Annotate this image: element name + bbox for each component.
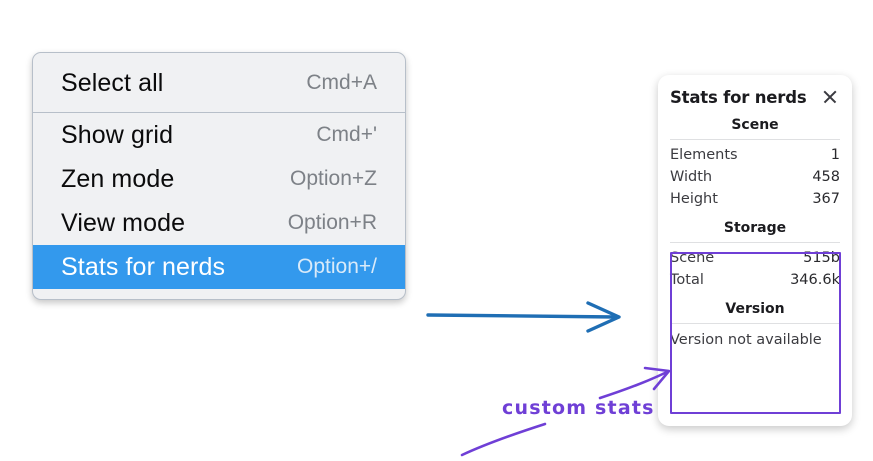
stats-panel-header: Stats for nerds xyxy=(670,75,840,107)
version-note: Version not available xyxy=(670,332,822,348)
section-heading-storage: Storage xyxy=(723,220,787,236)
menu-item-shortcut: Option+R xyxy=(287,211,377,234)
menu-item-shortcut: Option+Z xyxy=(290,167,377,190)
section-rule xyxy=(670,242,840,243)
menu-item-shortcut: Cmd+A xyxy=(306,71,377,94)
stats-row-value: 1 xyxy=(830,147,840,163)
menu-item-show-grid[interactable]: Show grid Cmd+' xyxy=(33,113,405,157)
context-menu[interactable]: Select all Cmd+A Show grid Cmd+' Zen mod… xyxy=(32,52,406,300)
stats-panel: Stats for nerds Scene Elements 1 Width 4… xyxy=(658,75,852,426)
menu-item-label: Zen mode xyxy=(61,164,175,193)
menu-top-padding xyxy=(33,53,405,61)
stats-row-storage-scene: Scene 515b xyxy=(670,247,840,269)
menu-item-label: Select all xyxy=(61,68,164,97)
stats-row-label: Width xyxy=(670,169,713,185)
stats-row-width: Width 458 xyxy=(670,166,840,188)
stats-row-label: Height xyxy=(670,191,718,207)
stats-row-label: Scene xyxy=(670,250,715,266)
menu-separator xyxy=(33,112,405,113)
stats-row-elements: Elements 1 xyxy=(670,144,840,166)
stats-panel-title: Stats for nerds xyxy=(670,87,807,107)
stats-row-value: 458 xyxy=(812,169,840,185)
menu-bottom-padding xyxy=(33,289,405,299)
stats-row-label: Total xyxy=(670,272,704,288)
menu-item-select-all[interactable]: Select all Cmd+A xyxy=(33,61,405,105)
menu-item-label: Stats for nerds xyxy=(61,252,226,281)
stats-row-label: Elements xyxy=(670,147,738,163)
close-icon[interactable] xyxy=(820,87,840,107)
section-heading-version: Version xyxy=(725,301,785,317)
blue-arrow xyxy=(426,301,621,333)
stats-row-value: 346.6k xyxy=(790,272,840,288)
section-heading-scene: Scene xyxy=(731,117,779,133)
stats-row-value: 515b xyxy=(803,250,840,266)
menu-item-label: View mode xyxy=(61,208,186,237)
menu-item-label: Show grid xyxy=(61,120,174,149)
menu-item-zen-mode[interactable]: Zen mode Option+Z xyxy=(33,157,405,201)
stats-row-height: Height 367 xyxy=(670,188,840,210)
menu-item-shortcut: Cmd+' xyxy=(316,123,377,146)
menu-item-view-mode[interactable]: View mode Option+R xyxy=(33,201,405,245)
purple-arrow-lower xyxy=(460,422,547,457)
annotation-label-custom-stats: custom stats xyxy=(502,397,655,419)
stats-row-storage-total: Total 346.6k xyxy=(670,269,840,291)
menu-item-stats-for-nerds[interactable]: Stats for nerds Option+/ xyxy=(33,245,405,289)
stats-row-value: 367 xyxy=(812,191,840,207)
section-rule xyxy=(670,139,840,140)
section-rule xyxy=(670,323,840,324)
menu-item-shortcut: Option+/ xyxy=(297,255,377,278)
